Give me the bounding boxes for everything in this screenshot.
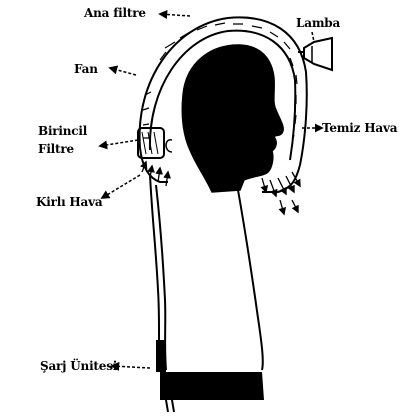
label-birincil-line2: Filtre <box>38 142 74 156</box>
charging-unit <box>156 340 264 412</box>
label-temiz-hava: Temiz Hava <box>322 121 397 135</box>
label-fan: Fan <box>74 62 98 76</box>
label-birincil-line1: Birincil <box>38 124 87 138</box>
label-lamba: Lamba <box>296 16 340 30</box>
label-sarj-unitesi: Şarj Ünitesi <box>40 359 117 373</box>
ear-detail <box>166 140 172 152</box>
torso-outline <box>150 175 263 372</box>
label-kirli-hava: Kirlı Hava <box>36 195 102 209</box>
head-silhouette <box>182 45 283 192</box>
label-ana-filtre: Ana filtre <box>84 6 146 20</box>
lamp <box>298 38 332 70</box>
